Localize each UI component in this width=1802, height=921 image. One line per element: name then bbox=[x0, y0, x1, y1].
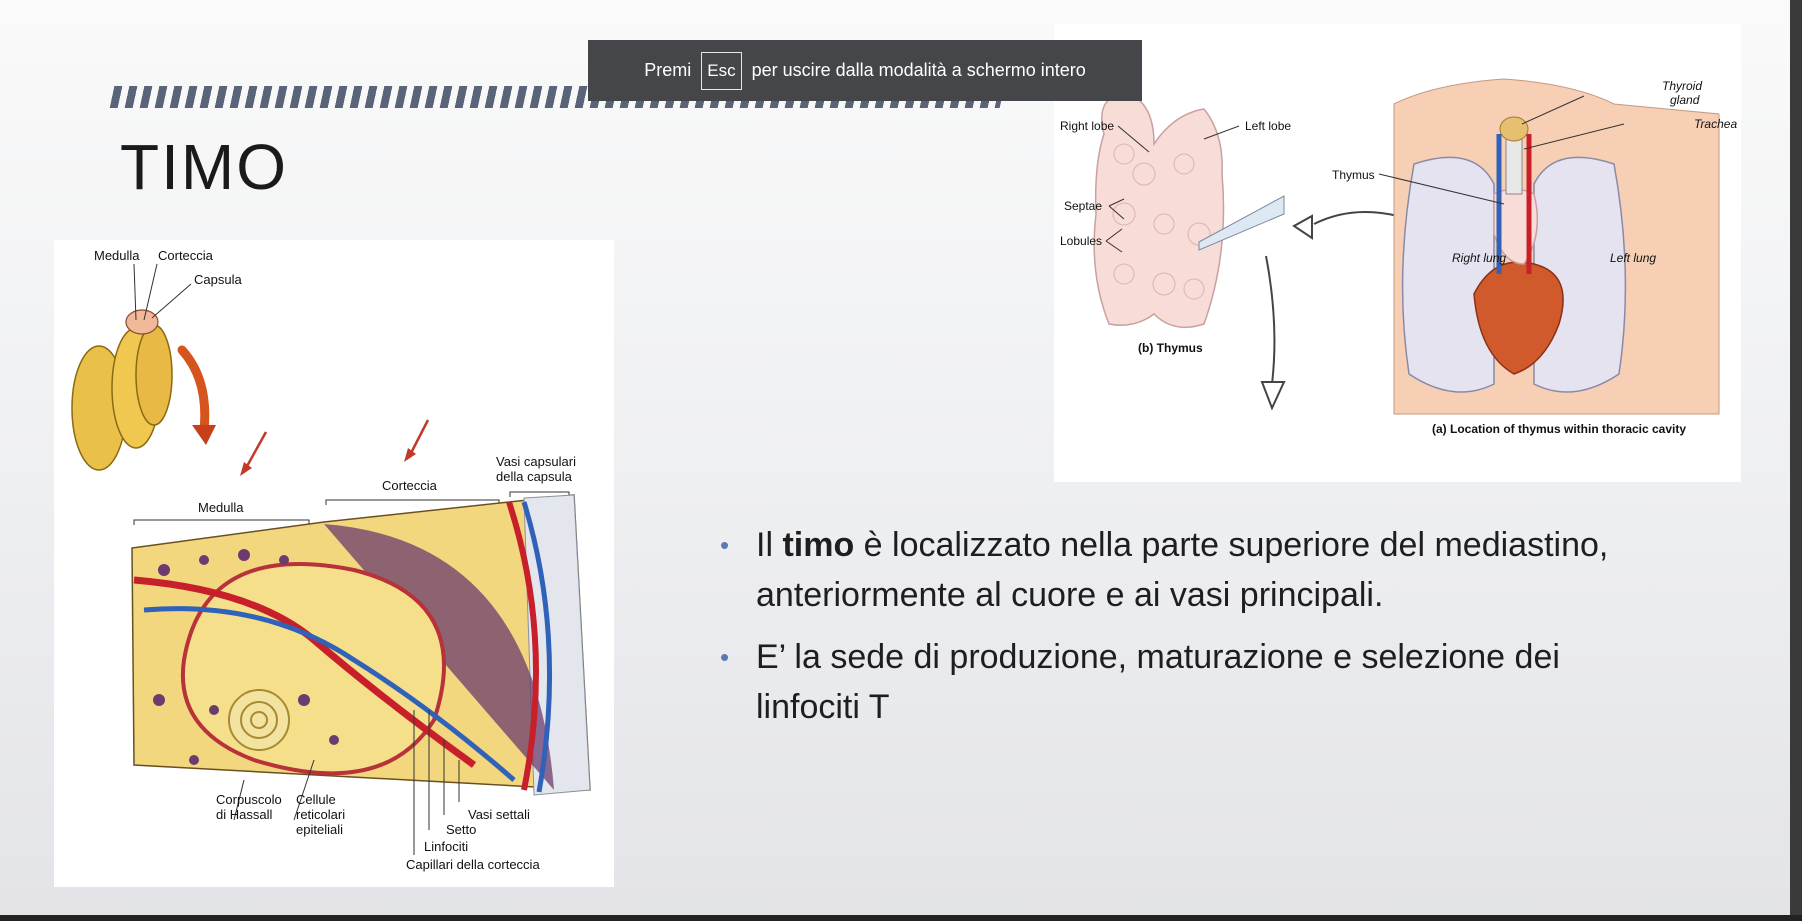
label-corpuscolo-1: Corpuscolo bbox=[216, 792, 282, 807]
thoracic-cavity bbox=[1393, 78, 1720, 415]
small-thymus-organ bbox=[71, 309, 173, 471]
label-capsula: Capsula bbox=[194, 272, 242, 287]
bullet-1-post: è localizzato nella parte superiore del … bbox=[756, 526, 1609, 614]
label-linfociti: Linfociti bbox=[424, 839, 468, 854]
thymus-location-illustration: Right lobe Left lobe Septae Lobules (b) … bbox=[1060, 78, 1737, 436]
label-capillari: Capillari della corteccia bbox=[406, 857, 540, 872]
bullet-list: • Il timo è localizzato nella parte supe… bbox=[720, 520, 1620, 744]
bottom-edge-bar bbox=[0, 915, 1802, 921]
label-vasi-capsulari-2: della capsula bbox=[496, 469, 573, 484]
label-cellule-2: reticolari bbox=[296, 807, 345, 822]
tissue-block bbox=[131, 494, 591, 796]
window-scrollbar[interactable] bbox=[1790, 0, 1802, 921]
bullet-2-pre: E’ la sede di produzione, maturazione e … bbox=[756, 638, 1560, 726]
label-left-lung: Left lung bbox=[1610, 251, 1656, 265]
label-thyroid-1: Thyroid bbox=[1662, 79, 1702, 93]
label-thyroid-2: gland bbox=[1670, 93, 1700, 107]
bullet-item-1: • Il timo è localizzato nella parte supe… bbox=[720, 520, 1620, 620]
thymus-histology-figure: Medulla Corteccia Capsula Medulla Cortec… bbox=[54, 240, 614, 887]
label-setto: Setto bbox=[446, 822, 476, 837]
label-a-location: (a) Location of thymus within thoracic c… bbox=[1432, 422, 1686, 436]
bullet-1-bold: timo bbox=[782, 526, 855, 564]
label-thymus: Thymus bbox=[1332, 168, 1375, 182]
label-medulla: Medulla bbox=[94, 248, 140, 263]
esc-key-badge[interactable]: Esc bbox=[701, 51, 742, 90]
isolated-thymus bbox=[1093, 93, 1285, 329]
bullet-dot-icon: • bbox=[720, 530, 730, 560]
label-b-thymus: (b) Thymus bbox=[1138, 341, 1203, 355]
bullet-1-pre: Il bbox=[756, 526, 783, 564]
label-lobules: Lobules bbox=[1060, 234, 1102, 248]
thymus-location-figure: Right lobe Left lobe Septae Lobules (b) … bbox=[1054, 24, 1741, 482]
label-right-lung: Right lung bbox=[1452, 251, 1506, 265]
label-corpuscolo-2: di Hassall bbox=[216, 807, 272, 822]
notice-after: per uscire dalla modalità a schermo inte… bbox=[751, 60, 1086, 80]
label-vasi-settali: Vasi settali bbox=[468, 807, 530, 822]
fullscreen-exit-notice: Premi Esc per uscire dalla modalità a sc… bbox=[588, 40, 1142, 101]
label-medulla-section: Medulla bbox=[198, 500, 244, 515]
notice-before: Premi bbox=[644, 60, 692, 80]
bullet-item-2: • E’ la sede di produzione, maturazione … bbox=[720, 632, 1620, 732]
label-septae: Septae bbox=[1064, 199, 1102, 213]
label-left-lobe: Left lobe bbox=[1245, 119, 1291, 133]
label-corteccia-section: Corteccia bbox=[382, 478, 438, 493]
label-trachea: Trachea bbox=[1694, 117, 1737, 131]
bullet-dot-icon: • bbox=[720, 642, 730, 672]
label-corteccia: Corteccia bbox=[158, 248, 214, 263]
label-right-lobe: Right lobe bbox=[1060, 119, 1114, 133]
label-cellule-3: epiteliali bbox=[296, 822, 343, 837]
label-vasi-capsulari-1: Vasi capsulari bbox=[496, 454, 576, 469]
slide-title: TIMO bbox=[120, 131, 288, 203]
label-cellule-1: Cellule bbox=[296, 792, 336, 807]
thymus-histology-illustration: Medulla Corteccia Capsula Medulla Cortec… bbox=[71, 248, 591, 872]
big-curved-arrow bbox=[177, 345, 210, 435]
